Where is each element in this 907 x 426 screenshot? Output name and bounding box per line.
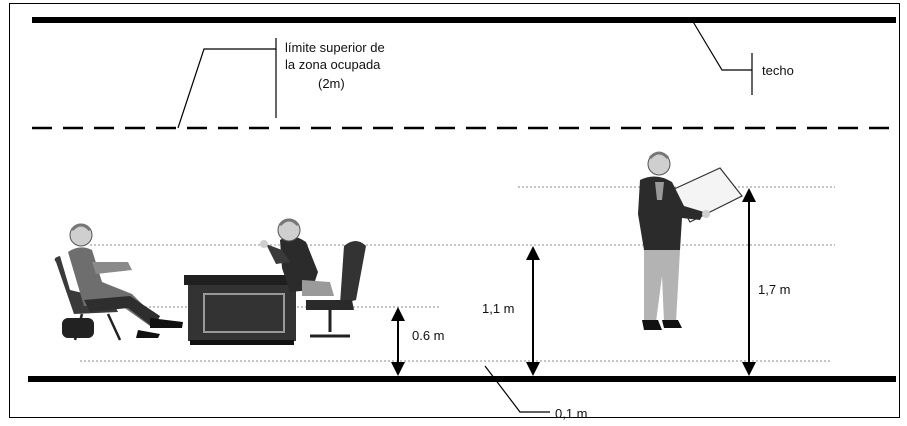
standing-head-height-arrow: [742, 188, 756, 376]
ankle-height-label: 0,1 m: [555, 406, 588, 421]
seated-worker-figure: [260, 218, 366, 338]
upper-limit-leader: [177, 38, 277, 129]
ankle-height-leader: [484, 365, 550, 413]
diagram-border: [9, 3, 900, 418]
ceiling-label: techo: [762, 63, 794, 78]
seated-height-label: 0.6 m: [412, 328, 445, 343]
seated-head-height-arrow: [526, 246, 540, 376]
upper-limit-label-line-1: límite superior de: [285, 40, 385, 55]
upper-limit-label-line-3: (2m): [318, 76, 345, 91]
seated-visitor-figure: [54, 223, 183, 341]
ceiling-leader: [691, 19, 753, 95]
standing-presenter-figure: [638, 151, 743, 330]
upper-limit-label-line-2: la zona ocupada: [285, 57, 381, 72]
standing-head-height-label: 1,7 m: [758, 282, 791, 297]
seated-height-arrow: [391, 307, 405, 376]
office-desk: [184, 275, 300, 345]
seated-head-height-label: 1,1 m: [482, 301, 515, 316]
